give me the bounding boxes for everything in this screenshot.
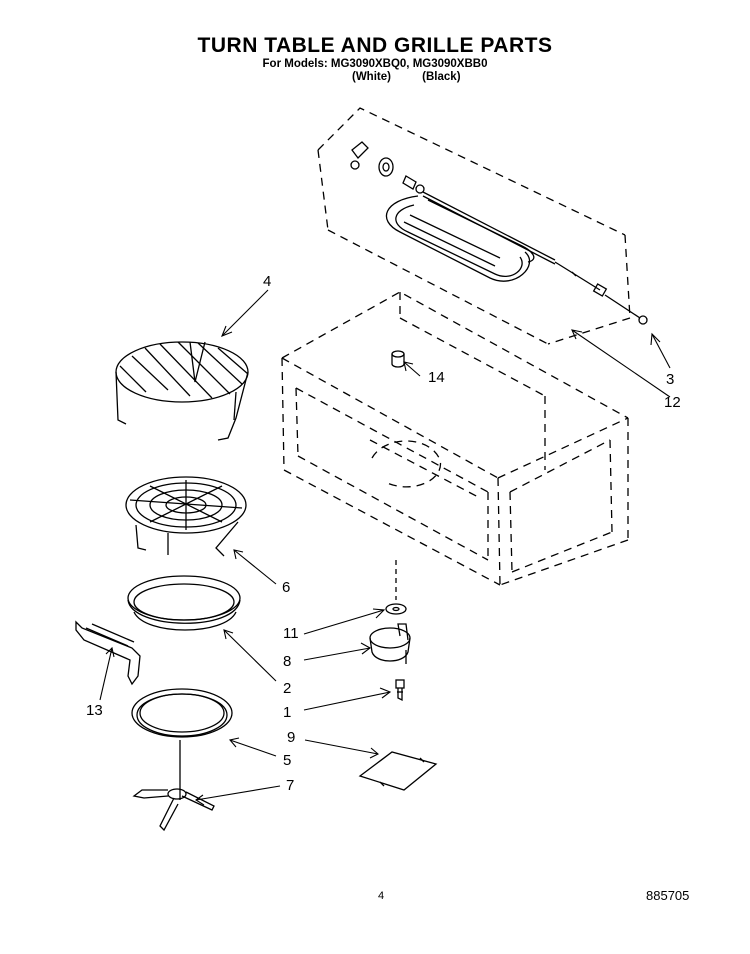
mounting-screw [395,679,405,702]
cover-plate [358,751,438,791]
page-title: TURN TABLE AND GRILLE PARTS [197,34,553,57]
callout-9: 9 [287,729,296,746]
oven-cavity [281,291,629,586]
callout-3: 3 [666,371,675,388]
document-number: 885705 [646,888,690,903]
callout-5: 5 [283,752,292,769]
callout-11: 11 [283,625,299,642]
callout-8: 8 [283,653,292,670]
wire-rack [125,476,247,557]
callout-2: 2 [283,680,292,697]
callout-4: 4 [263,273,272,290]
bracket-part [75,620,141,686]
page-number: 4 [378,890,385,902]
callout-14: 14 [428,369,445,386]
leader-lines [99,289,671,806]
model-variants: (White) (Black) [352,71,461,83]
grille-assembly-box [317,107,631,345]
washer-part [385,603,407,615]
variant-black-label: (Black) [422,71,461,83]
callout-7: 7 [286,777,295,794]
callout-1: 1 [283,704,292,721]
glass-tray [127,575,241,631]
grille-heater-element [350,141,648,325]
callout-6: 6 [282,579,291,596]
callout-12: 12 [664,394,681,411]
cavity-plug [391,350,405,368]
variant-white-label: (White) [352,71,391,83]
grill-rack [115,341,249,441]
turntable-motor [369,623,411,664]
models-line: For Models: MG3090XBQ0, MG3090XBB0 [262,58,488,70]
support-ring [131,688,233,738]
callout-13: 13 [86,702,103,719]
